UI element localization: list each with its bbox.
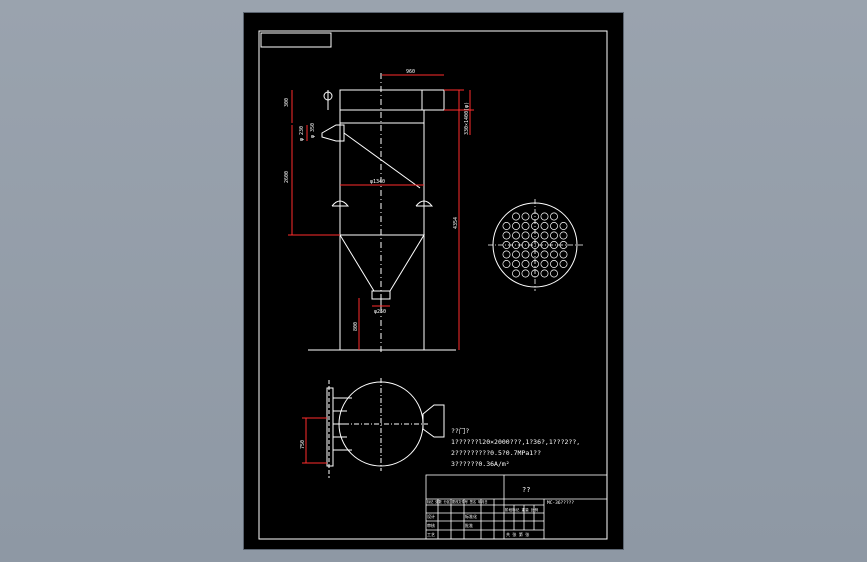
bag-hole: [550, 241, 558, 249]
dim-flange-left: φ 350: [310, 123, 316, 138]
bag-hole: [559, 241, 568, 249]
bag-hole: [559, 250, 568, 259]
title-block-checker: 审核: [427, 522, 435, 528]
bag-hole: [550, 260, 558, 268]
bag-hole: [550, 269, 558, 278]
left-support-bracket: [331, 200, 350, 207]
bag-hole: [512, 250, 520, 259]
bag-hole: [540, 260, 549, 268]
bag-hole: [531, 250, 539, 259]
bag-hole: [512, 222, 520, 230]
title-block: [425, 474, 608, 540]
bag-hole: [559, 260, 568, 268]
bag-hole: [550, 212, 558, 221]
bag-hole: [502, 222, 511, 230]
dim-total-height: 4354: [453, 217, 459, 229]
inner-baffle: [343, 132, 421, 189]
bag-hole: [521, 260, 530, 268]
bag-hole: [531, 260, 539, 268]
plan-dimension: [302, 417, 327, 464]
bag-hole: [502, 241, 511, 249]
bag-hole: [531, 269, 539, 278]
dim-inlet-offset: φ 230: [299, 126, 305, 141]
bag-hole: [502, 260, 511, 268]
title-block-name: ??: [522, 486, 530, 494]
bag-hole: [521, 250, 530, 259]
dim-leg-height: 800: [353, 322, 359, 331]
bag-hole: [531, 231, 539, 240]
bag-hole: [550, 222, 558, 230]
bag-hole: [521, 222, 530, 230]
notes-title: ??门?: [451, 426, 469, 435]
inlet-cone: [321, 124, 345, 142]
dim-inlet-height: 300: [284, 98, 290, 107]
bag-hole: [550, 231, 558, 240]
dimension-labels: 960 300 φ 350 φ 230 2600 330×1400(φ) φ13…: [284, 69, 470, 331]
bag-hole: [559, 222, 568, 230]
dim-body-height: 2600: [284, 171, 290, 183]
bag-hole: [512, 212, 520, 221]
bag-hole: [521, 269, 530, 278]
title-block-revision-header: 标记 处数 分区 更改文件号 签名 年月日: [427, 499, 488, 504]
notes-line-3: 3??????0.36A/m²: [451, 460, 510, 468]
bag-hole: [540, 250, 549, 259]
title-block-sheet: 共 张 第 张: [506, 531, 529, 537]
outlet-pipe: [421, 89, 445, 111]
dim-right-side: 330×1400(φ): [464, 102, 470, 135]
hopper-cone: [339, 234, 425, 292]
bag-hole: [540, 269, 549, 278]
bag-hole: [512, 231, 520, 240]
title-block-designer: 设计: [427, 513, 435, 519]
bag-hole: [540, 241, 549, 249]
notes-line-1: 1??????l20×2000???,1?36?,1???2??,: [451, 438, 580, 446]
title-block-process: 工艺: [427, 532, 435, 537]
bag-hole: [512, 241, 520, 249]
bag-hole: [502, 250, 511, 259]
top-plenum: [339, 89, 445, 111]
dim-outlet-diameter: φ250: [374, 309, 386, 315]
bag-hole: [540, 231, 549, 240]
title-block-standard: 标准化: [465, 513, 477, 519]
title-block-text: ?? MC-36????? 标记 处数 分区 更改文件号 签名 年月日 阶段标记…: [427, 486, 574, 537]
elevation-view: [308, 73, 456, 353]
bag-hole: [540, 222, 549, 230]
right-support-bracket: [415, 200, 434, 207]
bag-hole: [502, 231, 511, 240]
bag-hole: [521, 212, 530, 221]
bag-hole: [531, 241, 539, 249]
plan-outlet: [422, 404, 445, 438]
technical-notes: ??门? 1??????l20×2000???,1?36?,1???2??, 2…: [451, 426, 580, 468]
notes-line-2: 2?????????0.5?0.7MPa1??: [451, 449, 541, 457]
bag-hole: [521, 241, 530, 249]
drawing-canvas: 960 300 φ 350 φ 230 2600 330×1400(φ) φ13…: [258, 30, 608, 540]
dim-top-width: 960: [406, 69, 415, 75]
bag-hole: [540, 212, 549, 221]
code-box: [260, 32, 332, 48]
title-block-code: MC-36?????: [547, 500, 574, 506]
dimension-lines: [288, 74, 474, 350]
bag-hole: [559, 231, 568, 240]
bag-hole: [550, 250, 558, 259]
title-block-approve: 批准: [465, 522, 473, 528]
drawing-sheet: 960 300 φ 350 φ 230 2600 330×1400(φ) φ13…: [244, 13, 623, 549]
bag-layout-view: [488, 199, 584, 291]
title-block-stage-header: 阶段标记 重量 比例: [505, 507, 538, 512]
plan-manifold: [326, 387, 334, 467]
bag-hole: [512, 260, 520, 268]
bag-hole: [531, 222, 539, 230]
plan-view: [326, 378, 445, 478]
bag-hole: [531, 212, 539, 221]
bag-hole: [512, 269, 520, 278]
bag-hole: [521, 231, 530, 240]
dim-plan-width: 750: [300, 440, 306, 449]
dim-body-diameter: φ1340: [370, 179, 385, 185]
